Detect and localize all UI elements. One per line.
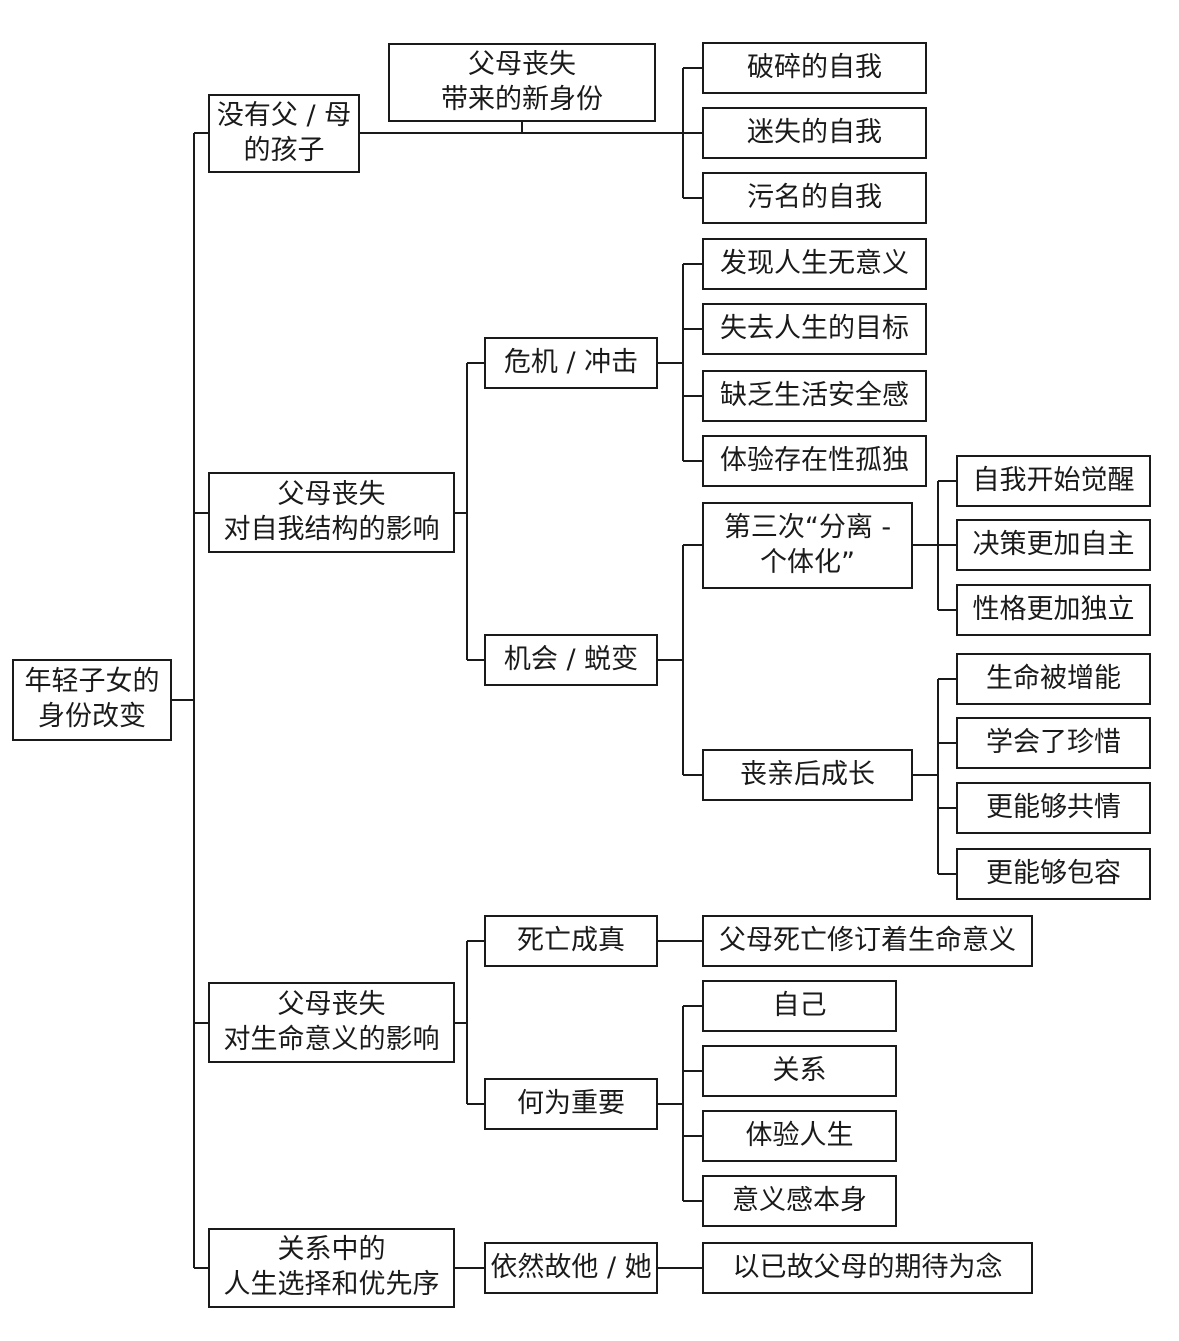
crisis-item: 失去人生的目标: [702, 303, 927, 355]
matters-item: 意义感本身: [702, 1175, 897, 1227]
node-crisis: 危机 / 冲击: [484, 337, 658, 389]
node-separation-individuation: 第三次“分离 - 个体化”: [702, 502, 913, 589]
node-what-matters: 何为重要: [484, 1078, 658, 1130]
branch-self-structure: 父母丧失 对自我结构的影响: [208, 472, 455, 553]
matters-item: 自己: [702, 980, 897, 1032]
matters-item: 体验人生: [702, 1110, 897, 1162]
crisis-item: 体验存在性孤独: [702, 435, 927, 487]
node-post-bereavement-growth: 丧亲后成长: [702, 749, 913, 801]
crisis-item: 发现人生无意义: [702, 238, 927, 290]
node-death-real: 死亡成真: [484, 915, 658, 967]
node-lost-self: 迷失的自我: [702, 107, 927, 159]
node-still-missing: 依然故他 / 她: [484, 1242, 658, 1294]
crisis-item: 缺乏生活安全感: [702, 370, 927, 422]
growth-item: 更能够包容: [956, 848, 1151, 900]
branch-no-parent-child: 没有父 / 母 的孩子: [208, 94, 360, 173]
node-stigma-self: 污名的自我: [702, 172, 927, 224]
branch-relationships: 关系中的 人生选择和优先序: [208, 1228, 455, 1308]
separation-item: 性格更加独立: [956, 584, 1151, 636]
node-broken-self: 破碎的自我: [702, 42, 927, 94]
separation-item: 自我开始觉醒: [956, 455, 1151, 507]
growth-item: 学会了珍惜: [956, 717, 1151, 769]
node-opportunity: 机会 / 蜕变: [484, 634, 658, 686]
separation-item: 决策更加自主: [956, 519, 1151, 571]
matters-item: 关系: [702, 1045, 897, 1097]
growth-item: 生命被增能: [956, 653, 1151, 705]
node-new-identity: 父母丧失 带来的新身份: [388, 43, 656, 122]
branch-life-meaning: 父母丧失 对生命意义的影响: [208, 982, 455, 1063]
node-parent-expectations: 以已故父母的期待为念: [702, 1242, 1033, 1294]
growth-item: 更能够共情: [956, 782, 1151, 834]
node-meaning-revised: 父母死亡修订着生命意义: [702, 915, 1033, 967]
root-node: 年轻子女的 身份改变: [12, 659, 172, 741]
